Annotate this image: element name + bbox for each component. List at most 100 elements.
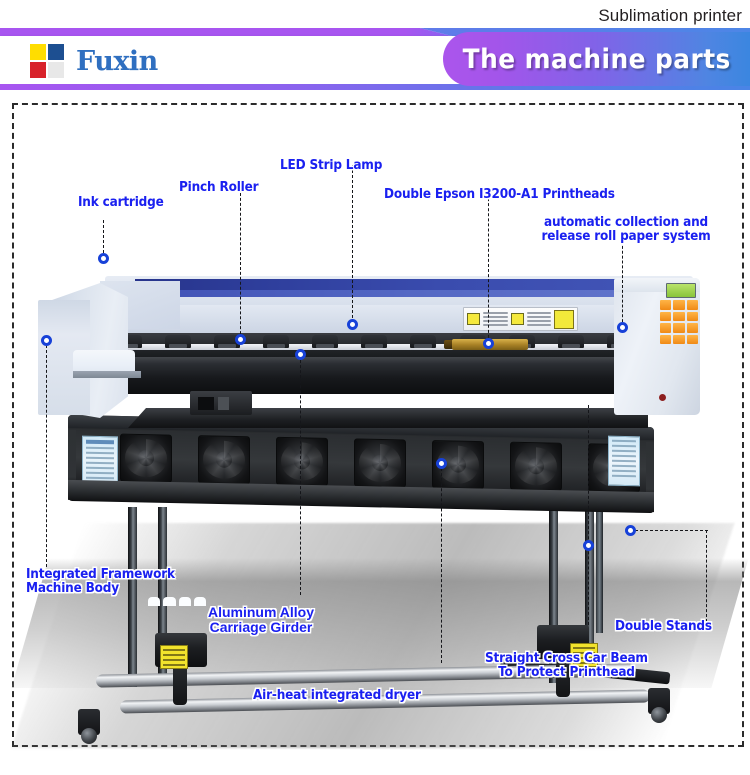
ink-cartridge-lid xyxy=(73,371,141,378)
pinch-roller-unit xyxy=(214,335,241,348)
panel-key[interactable] xyxy=(660,323,672,333)
ink-slot xyxy=(148,597,161,606)
stand-leg-left-rear xyxy=(158,507,167,679)
callout-printheads: Double Epson I3200-A1 Printheads xyxy=(384,187,615,202)
callout-double-stands: Double Stands xyxy=(615,619,712,634)
control-cabinet xyxy=(614,278,700,415)
cabinet-indicator-light xyxy=(659,394,666,401)
dryer-fan xyxy=(276,436,328,486)
marker-carriage-girder xyxy=(295,349,306,360)
title-banner: The machine parts xyxy=(443,32,750,86)
control-panel-lcd xyxy=(666,283,696,298)
dryer-fan xyxy=(198,435,250,485)
callout-pinch-roller: Pinch Roller xyxy=(179,180,259,195)
pinch-roller-unit xyxy=(361,335,388,348)
leader-line-pinch-roller xyxy=(240,193,241,339)
laser-hazard-icon xyxy=(554,309,574,329)
stand-leg-right-front xyxy=(549,507,558,683)
bracket-plate xyxy=(218,397,229,410)
page-header: Sublimation printer Fuxin The machine pa… xyxy=(0,0,750,92)
leader-line-framework-body xyxy=(46,345,47,567)
marker-dryer xyxy=(436,458,447,469)
logo-square-yellow xyxy=(30,44,46,60)
pinch-roller-unit xyxy=(263,335,290,348)
under-body-bracket xyxy=(190,391,252,415)
safety-warning-label xyxy=(463,307,578,331)
panel-key[interactable] xyxy=(660,311,672,321)
panel-key[interactable] xyxy=(686,300,698,310)
warning-tag-right xyxy=(570,643,598,667)
brand-logo: Fuxin xyxy=(30,44,158,78)
panel-key[interactable] xyxy=(686,311,698,321)
leader-line-dryer xyxy=(441,463,442,663)
ink-slot xyxy=(193,597,206,606)
warning-text-lines xyxy=(526,312,551,326)
take-up-arm-right xyxy=(556,653,570,697)
warning-tag-left xyxy=(160,645,188,669)
panel-key[interactable] xyxy=(686,334,698,344)
pinch-roller-unit xyxy=(557,335,584,348)
printer-blue-stripe-light xyxy=(135,290,690,297)
leader-line-carriage-girder xyxy=(300,355,301,595)
leader-line-cross-car-beam xyxy=(588,405,589,625)
panel-key[interactable] xyxy=(673,300,685,310)
dryer-spec-label-left xyxy=(82,435,118,487)
printer-blue-stripe xyxy=(135,279,690,290)
pinch-roller-unit xyxy=(312,335,339,348)
marker-printheads xyxy=(483,338,494,349)
panel-key[interactable] xyxy=(660,300,672,310)
leader-line-printheads xyxy=(488,193,489,343)
callout-carriage-girder: Aluminum Alloy Carriage Girder xyxy=(207,604,315,636)
marker-framework-body xyxy=(41,335,52,346)
callout-led-strip-lamp: LED Strip Lamp xyxy=(280,158,383,173)
ink-slot xyxy=(178,597,191,606)
panel-key[interactable] xyxy=(673,311,685,321)
panel-key[interactable] xyxy=(660,334,672,344)
warning-triangle-icon xyxy=(467,313,480,325)
logo-square-blue xyxy=(48,44,64,60)
marker-cross-car-beam xyxy=(583,540,594,551)
header-bottom-stripe xyxy=(0,84,750,90)
leader-line-ink-cartridge xyxy=(103,220,104,258)
leader-line-led-strip-lamp xyxy=(352,165,353,323)
warning-triangle-icon xyxy=(510,313,524,325)
take-up-arm-left xyxy=(173,661,187,705)
warning-text-lines xyxy=(483,312,508,326)
stand-leg-left-front xyxy=(128,507,137,687)
dryer-fan xyxy=(510,441,562,491)
pinch-roller-array xyxy=(116,335,682,348)
banner-title: The machine parts xyxy=(462,43,731,75)
printer-illustration xyxy=(0,103,750,775)
marker-led-strip-lamp xyxy=(347,319,358,330)
panel-key[interactable] xyxy=(686,323,698,333)
logo-square-gray xyxy=(48,62,64,78)
bracket-window xyxy=(198,397,214,410)
dryer-fan xyxy=(354,438,406,488)
dryer-spec-label-right xyxy=(608,435,640,487)
main-roller-tube xyxy=(98,352,698,394)
control-panel-keypad xyxy=(660,300,698,344)
marker-ink-cartridge xyxy=(98,253,109,264)
marker-roll-paper-system xyxy=(617,322,628,333)
callout-dryer: Air-heat integrated dryer xyxy=(253,688,421,703)
callout-ink-cartridge: Ink cartridge xyxy=(78,195,164,210)
leader-line-roll-paper-system xyxy=(622,241,623,327)
stand-leg-far xyxy=(596,507,603,633)
marker-double-stands xyxy=(625,525,636,536)
leader-line-double-stands-horz xyxy=(630,530,708,531)
pinch-roller-unit xyxy=(165,335,192,348)
header-stripe-left xyxy=(0,28,452,36)
panel-key[interactable] xyxy=(673,323,685,333)
logo-squares-icon xyxy=(30,44,64,78)
media-guide-rail xyxy=(112,344,686,350)
ink-cartridge-slots xyxy=(148,597,206,606)
marker-pinch-roller xyxy=(235,334,246,345)
pinch-roller-unit xyxy=(410,335,437,348)
panel-key[interactable] xyxy=(673,334,685,344)
stand-leg-right-rear xyxy=(585,507,594,675)
callout-framework-body: Integrated Framework Machine Body xyxy=(26,567,175,597)
logo-square-red xyxy=(30,62,46,78)
caster-wheel-right xyxy=(648,688,670,723)
printer-front-panel xyxy=(105,305,693,333)
